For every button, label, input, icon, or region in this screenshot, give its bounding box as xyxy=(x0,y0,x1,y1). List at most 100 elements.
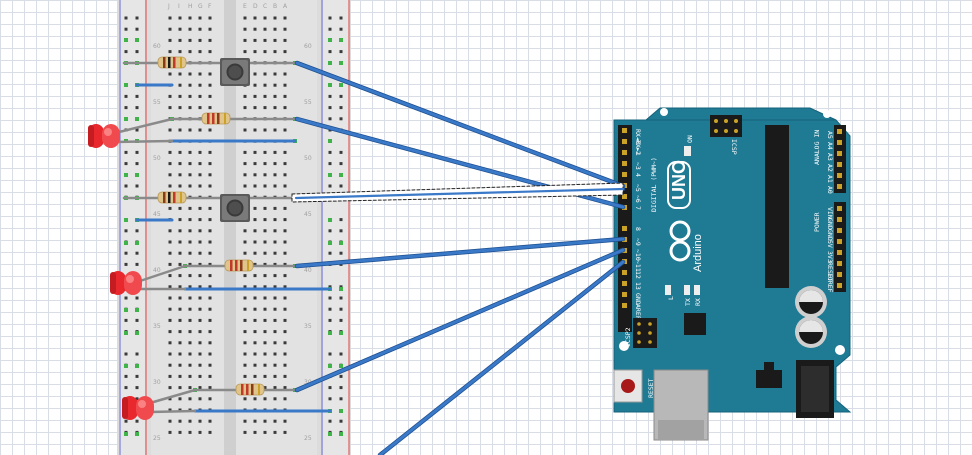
header-pin[interactable] xyxy=(622,226,627,231)
breadboard-hole xyxy=(263,218,267,222)
rx-led-label: RX xyxy=(694,298,702,306)
breadboard-hole xyxy=(198,218,202,222)
breadboard-hole xyxy=(208,419,212,423)
resistor[interactable] xyxy=(157,56,187,69)
rail-hole xyxy=(339,386,343,390)
digital-pin-label: ~9 xyxy=(634,238,642,246)
connected-hole xyxy=(135,308,139,312)
header-pin[interactable] xyxy=(622,139,627,144)
breadboard-hole xyxy=(168,72,172,76)
breadboard-hole xyxy=(283,341,287,345)
breadboard-hole xyxy=(168,150,172,154)
rail-hole xyxy=(124,16,128,20)
analog-pin[interactable] xyxy=(837,140,842,145)
power-pin[interactable] xyxy=(837,206,842,211)
breadboard-hole xyxy=(208,330,212,334)
column-letter: G xyxy=(198,3,203,10)
rail-hole xyxy=(339,318,343,322)
analog-pin[interactable] xyxy=(837,129,842,134)
connected-hole xyxy=(124,218,128,222)
resistor[interactable] xyxy=(157,191,187,204)
breadboard-hole xyxy=(273,318,277,322)
row-number: 40 xyxy=(304,267,312,274)
breadboard-hole xyxy=(283,173,287,177)
digital-pin-label: GND xyxy=(634,293,642,305)
pushbutton[interactable] xyxy=(220,194,250,222)
breadboard-hole xyxy=(188,330,192,334)
breadboard-hole xyxy=(283,240,287,244)
breadboard-hole xyxy=(188,27,192,31)
resistor[interactable] xyxy=(224,259,254,272)
header-pin[interactable] xyxy=(622,150,627,155)
power-pin[interactable] xyxy=(837,283,842,288)
breadboard-hole xyxy=(208,27,212,31)
breadboard-hole xyxy=(208,72,212,76)
breadboard-hole xyxy=(263,27,267,31)
breadboard-hole xyxy=(178,173,182,177)
connected-hole xyxy=(339,83,343,87)
breadboard-hole xyxy=(263,330,267,334)
rail-hole xyxy=(328,307,332,311)
header-pin[interactable] xyxy=(622,303,627,308)
breadboard-hole xyxy=(273,352,277,356)
header-pin[interactable] xyxy=(622,172,627,177)
digital-pin-label: RX◄0 xyxy=(634,129,642,145)
header-pin[interactable] xyxy=(622,292,627,297)
breadboard-hole xyxy=(198,94,202,98)
power-pin[interactable] xyxy=(837,261,842,266)
analog-pin[interactable] xyxy=(837,151,842,156)
power-pin[interactable] xyxy=(837,250,842,255)
power-pin[interactable] xyxy=(837,228,842,233)
breadboard-hole xyxy=(168,386,172,390)
header-pin[interactable] xyxy=(622,161,627,166)
breadboard-hole xyxy=(198,38,202,42)
resistor[interactable] xyxy=(201,112,231,125)
breadboard-hole xyxy=(243,184,247,188)
breadboard-hole xyxy=(168,374,172,378)
red-led[interactable] xyxy=(122,396,154,420)
breadboard-hole xyxy=(243,162,247,166)
breadboard-hole xyxy=(188,16,192,20)
breadboard-hole xyxy=(188,50,192,54)
breadboard-hole xyxy=(178,285,182,289)
analog-pin[interactable] xyxy=(837,173,842,178)
header-pin[interactable] xyxy=(622,194,627,199)
reset-button[interactable] xyxy=(613,369,643,403)
header-pin[interactable] xyxy=(622,128,627,133)
rail-hole xyxy=(135,397,139,401)
power-pin[interactable] xyxy=(837,217,842,222)
header-pin[interactable] xyxy=(622,270,627,275)
red-led[interactable] xyxy=(88,124,120,148)
breadboard-hole xyxy=(263,94,267,98)
power-pin[interactable] xyxy=(837,239,842,244)
analog-pin[interactable] xyxy=(837,162,842,167)
rail-hole xyxy=(328,318,332,322)
breadboard-hole xyxy=(283,274,287,278)
digital-pin-label: 7 xyxy=(634,206,642,210)
breadboard-hole xyxy=(263,240,267,244)
breadboard-hole xyxy=(283,106,287,110)
breadboard-hole xyxy=(253,296,257,300)
pushbutton[interactable] xyxy=(220,58,250,86)
breadboard-hole xyxy=(208,274,212,278)
red-led[interactable] xyxy=(110,271,142,295)
rail-hole xyxy=(339,307,343,311)
header-pin[interactable] xyxy=(622,281,627,286)
breadboard-hole xyxy=(263,363,267,367)
breadboard-hole xyxy=(243,50,247,54)
breadboard-hole xyxy=(273,307,277,311)
breadboard-hole xyxy=(198,229,202,233)
breadboard-hole xyxy=(263,206,267,210)
power-pin[interactable] xyxy=(837,272,842,277)
breadboard-hole xyxy=(283,184,287,188)
resistor[interactable] xyxy=(235,383,265,396)
breadboard-hole xyxy=(283,128,287,132)
breadboard-hole xyxy=(198,363,202,367)
breadboard-hole xyxy=(273,419,277,423)
rail-hole xyxy=(339,162,343,166)
column-letter: E xyxy=(243,3,247,10)
rail-hole xyxy=(328,419,332,423)
breadboard-hole xyxy=(198,128,202,132)
analog-pin[interactable] xyxy=(837,184,842,189)
